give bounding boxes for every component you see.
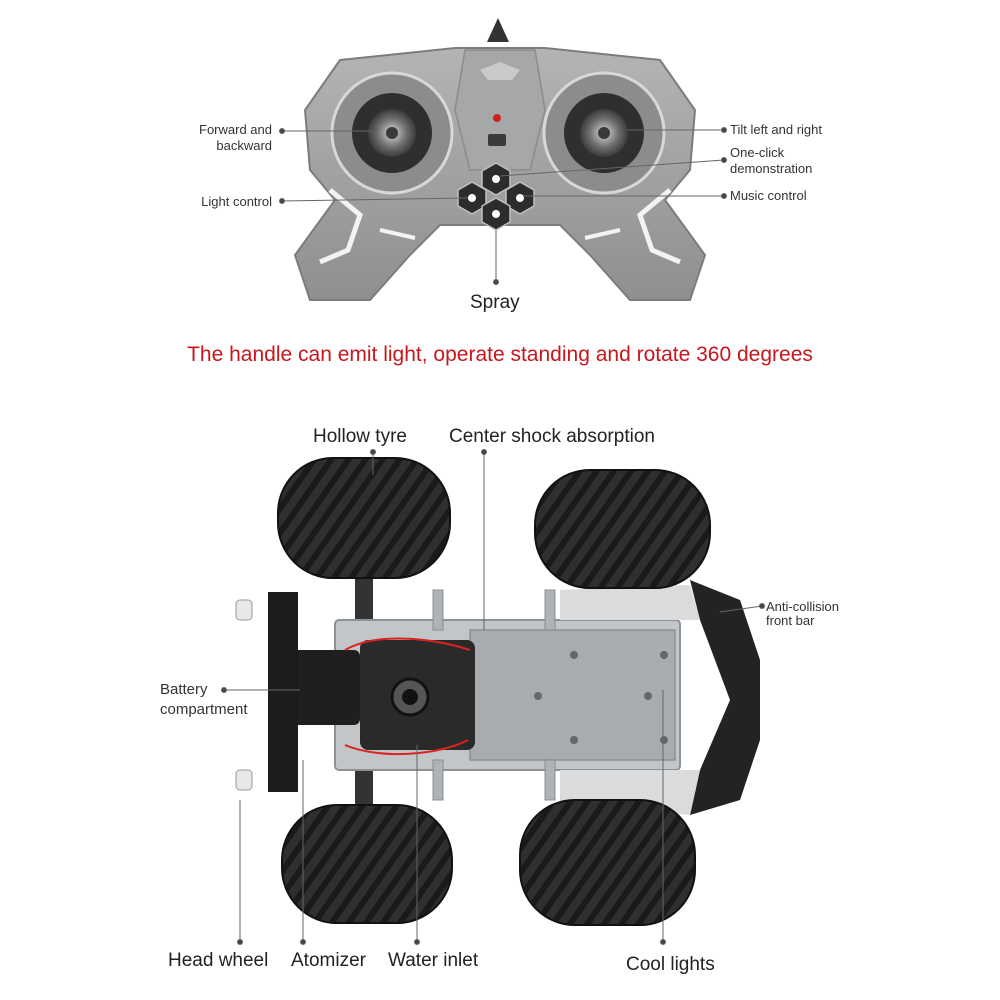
label-forward-backward: Forward and backward [199,122,272,153]
tyre-front-right [519,799,696,926]
label-battery-compartment: Battery compartment [160,681,248,718]
label-music-control: Music control [730,188,807,203]
tyre-front-left [534,469,711,589]
label-atomizer: Atomizer [291,950,366,971]
remote-controller [293,18,707,301]
power-switch [488,134,506,146]
label-hollow-tyre: Hollow tyre [313,426,407,447]
headline: The handle can emit light, operate stand… [187,343,813,366]
spray-icon [492,210,500,218]
light-icon [468,194,476,202]
label-head-wheel: Head wheel [168,950,269,971]
rear-frame [268,592,298,792]
antenna [487,18,509,42]
rc-car-top-view [235,457,760,926]
battery-compartment [290,650,360,725]
demo-icon [492,175,500,183]
music-icon [516,194,524,202]
tyre-rear-left [277,457,451,579]
label-center-shock: Center shock absorption [449,426,655,447]
tyre-rear-right [281,804,453,924]
label-light-control: Light control [201,194,272,209]
label-tilt: Tilt left and right [730,122,823,137]
label-one-click-demo: One-click demonstration [730,145,813,176]
label-anti-collision: Anti-collision front bar [766,599,839,628]
anti-collision-front-bar [690,580,760,815]
power-led [493,114,501,122]
label-cool-lights: Cool lights [626,954,715,975]
label-water-inlet: Water inlet [388,950,479,971]
label-spray: Spray [470,292,520,313]
